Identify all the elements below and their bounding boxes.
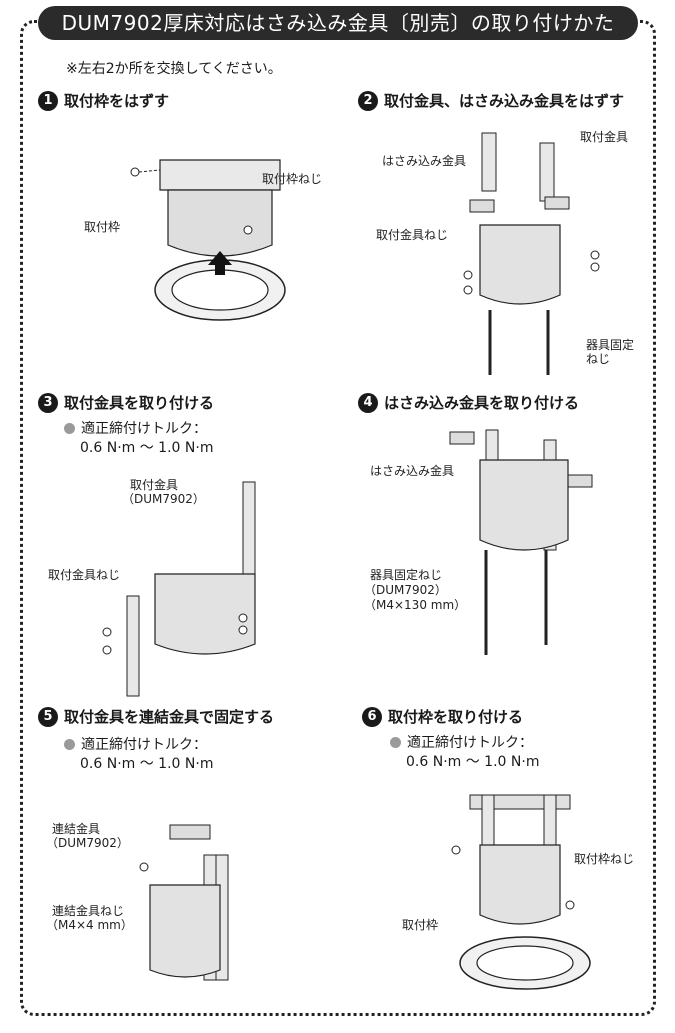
step-6-illustration: [451, 794, 591, 990]
step-number: 5: [38, 706, 58, 727]
label-fixing-screw: 器具固定ねじ: [370, 568, 443, 582]
torque-value: 0.6 N·m ～ 1.0 N·m: [406, 754, 540, 770]
label-clamp-bracket: はさみ込み金具: [370, 464, 455, 478]
label-fixing-screw-1: 器具固定: [586, 338, 635, 352]
torque-value: 0.6 N·m ～ 1.0 N·m: [80, 756, 214, 772]
step-number: 1: [38, 90, 58, 111]
step-1-illustration: [130, 159, 286, 321]
page-title: DUM7902厚床対応はさみ込み金具〔別売〕の取り付けかた: [38, 6, 638, 40]
step-5-illustration: [139, 824, 229, 981]
step-1-heading: 1 取付枠をはずす: [38, 90, 169, 111]
label-frame: 取付枠: [402, 918, 439, 932]
label-mount-bracket: 取付金具: [580, 130, 629, 144]
label-fixing-screw-2: ねじ: [586, 352, 611, 366]
step-5-heading: 5 取付金具を連結金具で固定する: [38, 706, 274, 727]
step-number: 3: [38, 392, 58, 413]
step-3-torque: 適正締付けトルク： 0.6 N·m ～ 1.0 N·m: [64, 420, 213, 458]
step-5-torque: 適正締付けトルク： 0.6 N·m ～ 1.0 N·m: [64, 736, 213, 774]
step-title: 取付枠を取り付ける: [388, 708, 524, 726]
step-6-torque: 適正締付けトルク： 0.6 N·m ～ 1.0 N·m: [390, 734, 539, 772]
label-model-number: （DUM7902）: [122, 492, 205, 506]
step-6-heading: 6 取付枠を取り付ける: [362, 706, 523, 727]
torque-value: 0.6 N·m ～ 1.0 N·m: [80, 440, 214, 456]
label-mount-screw: 取付金具ねじ: [48, 568, 121, 582]
label-screw-size: （M4×4 mm）: [46, 918, 133, 932]
label-model-number: （DUM7902）: [46, 836, 129, 850]
label-model-number: （DUM7902）: [364, 583, 447, 597]
bullet-icon: [390, 737, 401, 748]
step-title: 取付金具、はさみ込み金具をはずす: [384, 92, 625, 110]
step-title: はさみ込み金具を取り付ける: [384, 394, 580, 412]
label-screw-size: （M4×130 mm）: [364, 598, 467, 612]
step-title: 取付金具を連結金具で固定する: [64, 708, 275, 726]
label-mount-bracket: 取付金具: [130, 478, 179, 492]
label-frame: 取付枠: [84, 220, 121, 234]
instruction-note: ※左右2か所を交換してください。: [66, 61, 282, 77]
step-2-illustration: [463, 132, 600, 375]
step-number: 4: [358, 392, 378, 413]
step-2-heading: 2 取付金具、はさみ込み金具をはずす: [358, 90, 624, 111]
step-3-illustration: [102, 481, 256, 697]
bullet-icon: [64, 739, 75, 750]
step-3-heading: 3 取付金具を取り付ける: [38, 392, 214, 413]
step-title: 取付枠をはずす: [64, 92, 170, 110]
label-mount-screw: 取付金具ねじ: [376, 228, 449, 242]
label-frame-screw: 取付枠ねじ: [262, 172, 323, 186]
label-frame-screw: 取付枠ねじ: [574, 852, 635, 866]
step-number: 2: [358, 90, 378, 111]
step-title: 取付金具を取り付ける: [64, 394, 215, 412]
step-4-illustration: [449, 429, 593, 655]
label-joint-bracket: 連結金具: [52, 822, 101, 836]
step-number: 6: [362, 706, 382, 727]
step-4-heading: 4 はさみ込み金具を取り付ける: [358, 392, 579, 413]
bullet-icon: [64, 423, 75, 434]
label-joint-screw: 連結金具ねじ: [52, 904, 125, 918]
label-clamp-bracket: はさみ込み金具: [382, 154, 467, 168]
